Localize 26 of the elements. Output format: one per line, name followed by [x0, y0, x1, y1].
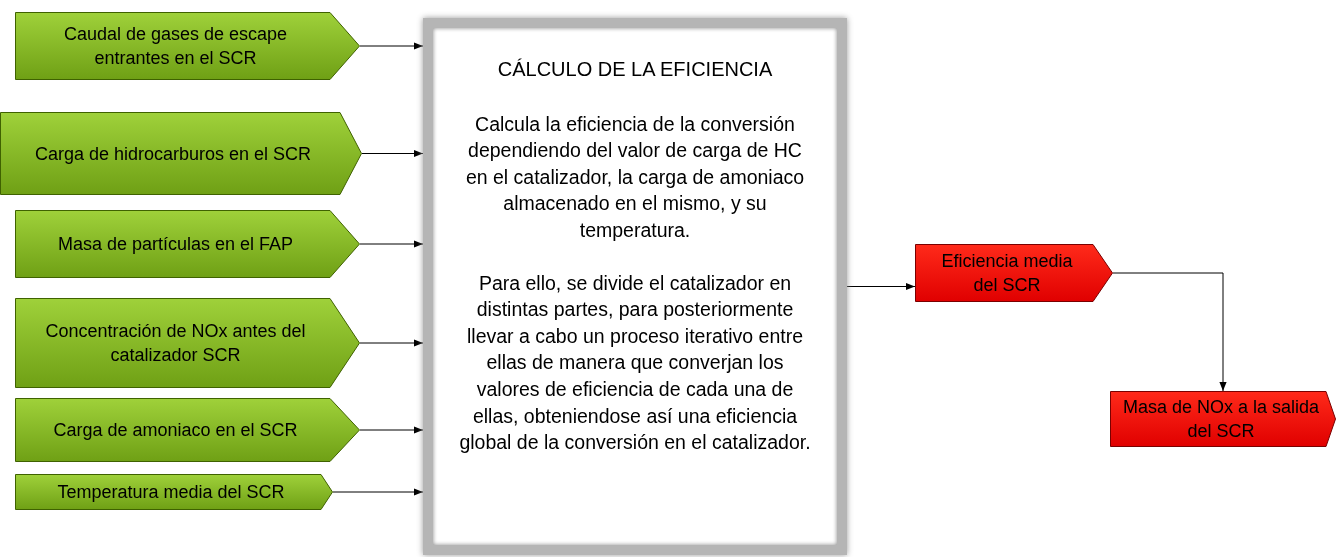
box-label: Carga de amoniaco en el SCR [53, 419, 298, 442]
box-label: Concentración de NOx antes del catalizador SCR [44, 320, 307, 367]
box-label: Eficiencia media del SCR [940, 250, 1074, 297]
arrow [361, 149, 424, 158]
panel-title: CÁLCULO DE LA EFICIENCIA [496, 57, 774, 82]
panel-paragraph: Para ello, se divide el catalizador en distintas partes, para posteriormente llevar a cabo un proceso iterativo entre ellas de manera que converjan los valores de eficiencia de cada una de ellas, obteniendose así una eficiencia global de la conversión en el catalizador. [458, 270, 812, 456]
arrow [1112, 272, 1227, 392]
arrow [332, 488, 424, 496]
input-arrow-box [15, 398, 360, 462]
arrow [846, 282, 916, 291]
input-arrow-box [0, 112, 362, 195]
input-arrow-box [915, 244, 1113, 302]
box-label: Masa de partículas en el FAP [57, 233, 294, 256]
panel-paragraph: Calcula la eficiencia de la conversión dependiendo del valor de carga de HC en el catalizador, la carga de amoniaco almacenado en el mismo, y su temperatura. [464, 111, 806, 243]
input-arrow-box [15, 210, 360, 278]
input-arrow-box [15, 298, 360, 388]
arrow [359, 339, 424, 347]
arrow [359, 426, 424, 434]
box-label: Carga de hidrocarburos en el SCR [34, 142, 312, 166]
box-label: Temperatura media del SCR [57, 481, 285, 504]
box-label: Masa de NOx a la salida del SCR [1122, 396, 1320, 443]
input-arrow-box [15, 12, 360, 80]
arrow [359, 42, 424, 50]
arrow [359, 240, 424, 248]
box-label: Caudal de gases de escape entrantes en el SCR [62, 23, 289, 70]
calculation-panel [423, 18, 847, 555]
